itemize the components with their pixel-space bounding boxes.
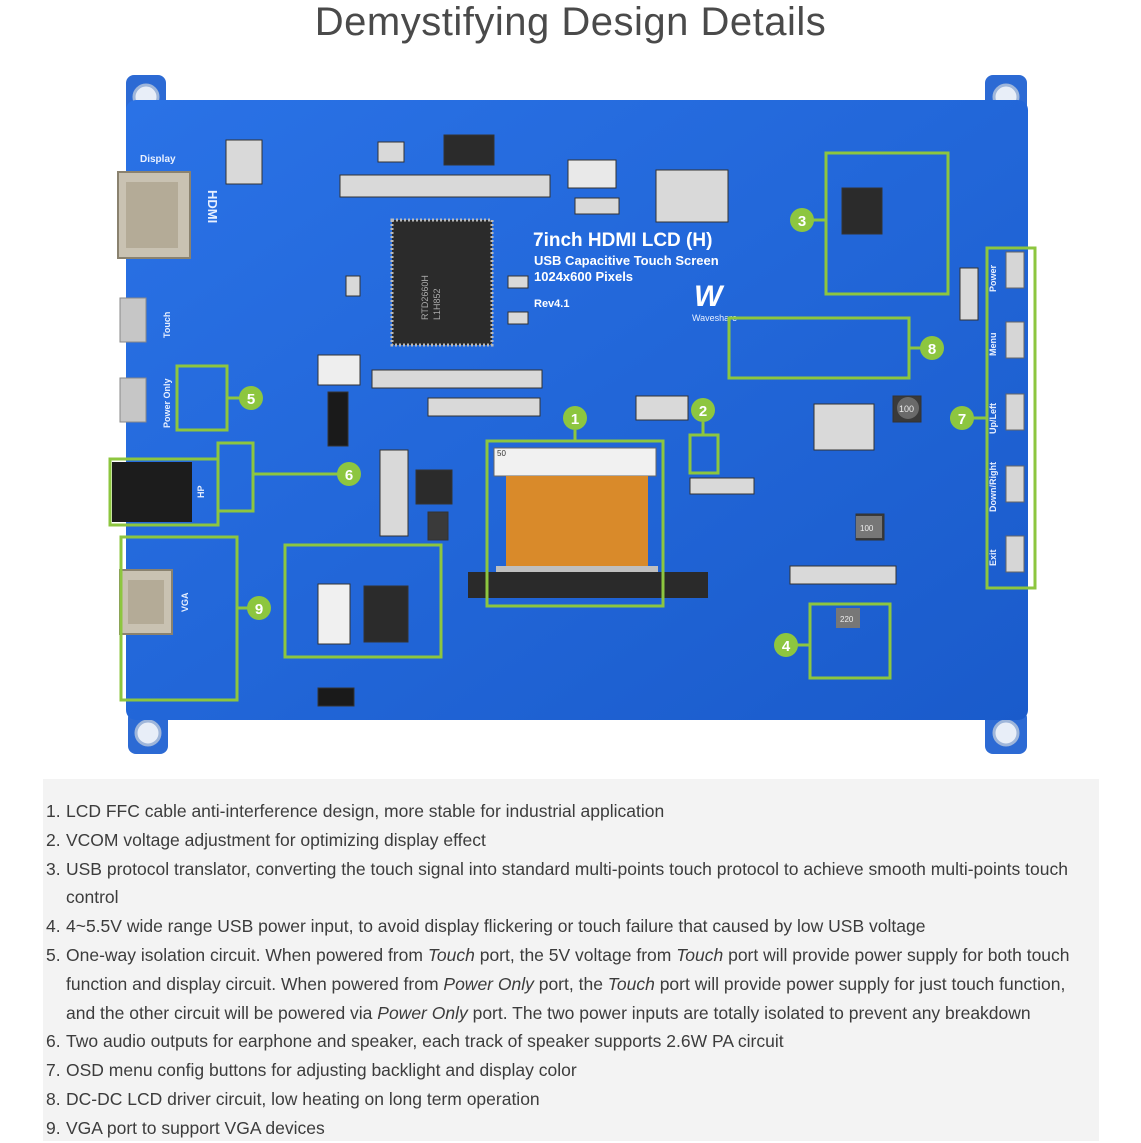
callout-9: 9 [255, 601, 263, 618]
page-title: Demystifying Design Details [314, 0, 827, 44]
feature-item: 9.VGA port to support VGA devices [46, 1117, 325, 1138]
chip-text-2: L1H852 [432, 288, 442, 320]
brand-mark: W [694, 280, 725, 313]
feature-item: 4.4~5.5V wide range USB power input, to … [46, 916, 926, 937]
micro-usb-touch [119, 297, 147, 343]
ffc-label: 50 [497, 449, 506, 458]
micro-usb-power [119, 377, 147, 423]
product-name: 7inch HDMI LCD (H) [533, 230, 712, 251]
component-clusters [225, 134, 979, 707]
silk-btn-upleft: Up/Left [988, 403, 998, 434]
silk-display: Display [140, 154, 176, 165]
ic-100-a: 100 [899, 404, 914, 414]
ffc-cable [506, 476, 648, 568]
feature-list-panel: 1.LCD FFC cable anti-interference design… [43, 779, 1099, 1141]
callout-4: 4 [782, 638, 791, 655]
feature-item: 7.OSD menu config buttons for adjusting … [46, 1060, 577, 1081]
callout-1: 1 [571, 411, 579, 428]
chip-text-1: RTD2660H [420, 275, 430, 320]
ffc-connector [493, 447, 657, 477]
osd-buttons [1005, 251, 1025, 573]
feature-item: 8.DC-DC LCD driver circuit, low heating … [46, 1088, 540, 1109]
silk-vga: VGA [180, 592, 190, 612]
feature-item: 1.LCD FFC cable anti-interference design… [46, 801, 665, 821]
silk-btn-power: Power [988, 264, 998, 292]
brand-logo: Waveshare [692, 313, 737, 323]
silk-btn-exit: Exit [988, 549, 998, 566]
audio-jack [112, 462, 192, 522]
main-chip [390, 218, 494, 347]
lcd-board-image: Display HDMI Touch Power Only HP VGA RTD… [108, 75, 1037, 754]
silk-hp: HP [196, 485, 206, 498]
callout-3: 3 [798, 213, 806, 230]
silk-power-only: Power Only [162, 378, 172, 428]
feature-item: 5.One-way isolation circuit. When powere… [46, 944, 1070, 1023]
silk-hdmi: HDMI [205, 190, 220, 223]
product-subtitle: USB Capacitive Touch Screen [534, 253, 719, 268]
feature-item: 3.USB protocol translator, converting th… [46, 858, 1068, 908]
feature-item: 6.Two audio outputs for earphone and spe… [46, 1031, 784, 1052]
feature-list: 1.LCD FFC cable anti-interference design… [43, 779, 1099, 1143]
silk-touch: Touch [162, 312, 172, 338]
ic-100-b: 100 [860, 524, 874, 533]
product-resolution: 1024x600 Pixels [534, 269, 633, 284]
callout-7: 7 [958, 411, 966, 428]
callout-6: 6 [345, 467, 353, 484]
silk-btn-menu: Menu [988, 333, 998, 357]
callout-5: 5 [247, 391, 255, 408]
board-revision: Rev4.1 [534, 298, 569, 310]
callout-2: 2 [699, 403, 707, 420]
ic-220: 220 [840, 615, 854, 624]
silk-btn-downright: Down/Right [988, 462, 998, 512]
callout-8: 8 [928, 341, 936, 358]
feature-item: 2.VCOM voltage adjustment for optimizing… [46, 829, 486, 850]
